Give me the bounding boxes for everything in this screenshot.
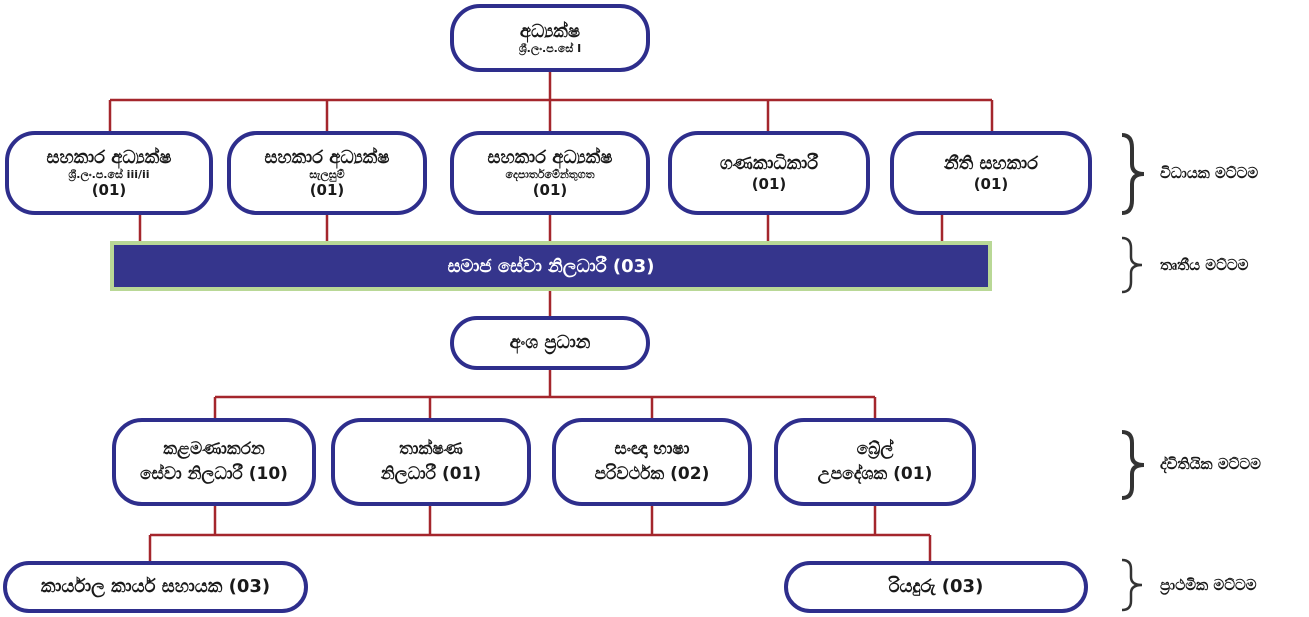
brace-executive-icon — [1121, 133, 1145, 215]
primary-label: රියදුරු (03) — [888, 576, 984, 598]
secondary-line2: සේවා නිලධාරී (10) — [140, 464, 288, 484]
executive-box-3: සහකාර අධ්‍යක්ෂ දෙපාර්තමේන්තුගත (01) — [450, 131, 650, 215]
executive-title: සහකාර අධ්‍යක්ෂ — [264, 146, 390, 168]
band-label: සමාජ සේවා නිලධාරී (03) — [447, 255, 655, 277]
primary-label: කාර්යාල කාර්ය සහායක (03) — [40, 576, 271, 598]
executive-box-1: සහකාර අධ්‍යක්ෂ ශ්‍රී.ලං.ප.සේ iii/ii (01) — [5, 131, 213, 215]
executive-title: ගණකාධිකාරී — [719, 153, 819, 175]
brace-primary-icon — [1121, 558, 1143, 612]
executive-sub: ශ්‍රී.ලං.ප.සේ iii/ii — [68, 168, 150, 182]
secondary-line1: සංඥා භාෂා — [614, 439, 690, 460]
connector-executive-band — [138, 214, 944, 243]
level-label-primary: ප්‍රාථමික මට්ටම — [1160, 576, 1257, 594]
executive-count: (01) — [973, 174, 1009, 193]
secondary-box-1: කළමණාකරන සේවා නිලධාරී (10) — [112, 418, 316, 506]
executive-count: (01) — [751, 174, 787, 193]
executive-box-5: නීති සහකාර (01) — [890, 131, 1092, 215]
connector-director-executive — [108, 72, 994, 133]
section-head-box: අංශ ප්‍රධාන — [450, 316, 650, 370]
director-box: අධ්‍යක්ෂ ශ්‍රී.ලං.ප.සේ I — [450, 4, 650, 72]
director-sub: ශ්‍රී.ලං.ප.සේ I — [518, 42, 582, 56]
executive-title: සහකාර අධ්‍යක්ෂ — [46, 146, 172, 168]
executive-sub: සැලසුම් — [309, 168, 345, 182]
secondary-line2: උපදේශක (01) — [817, 464, 933, 484]
primary-box-office-assistant: කාර්යාල කාර්ය සහායක (03) — [3, 561, 308, 613]
executive-title: නීති සහකාර — [943, 153, 1039, 175]
executive-sub: දෙපාර්තමේන්තුගත — [505, 168, 595, 182]
level-label-tertiary: තෘතීය මට්ටම — [1160, 256, 1249, 274]
executive-box-4: ගණකාධිකාරී (01) — [668, 131, 870, 215]
director-title: අධ්‍යක්ෂ — [519, 20, 581, 42]
level-label-executive: විධායක මට්ටම — [1160, 164, 1259, 182]
primary-box-driver: රියදුරු (03) — [784, 561, 1088, 613]
executive-box-2: සහකාර අධ්‍යක්ෂ සැලසුම් (01) — [227, 131, 427, 215]
secondary-box-4: බ්‍රේල් උපදේශක (01) — [774, 418, 976, 506]
secondary-box-2: තාක්ෂණ නිලධාරී (01) — [331, 418, 531, 506]
social-service-officer-band: සමාජ සේවා නිලධාරී (03) — [110, 241, 992, 291]
level-label-secondary: ද්විතියික මට්ටම — [1160, 455, 1261, 473]
secondary-line2: නිලධාරී (01) — [380, 464, 482, 484]
executive-count: (01) — [532, 181, 568, 200]
brace-secondary-icon — [1121, 430, 1145, 500]
executive-count: (01) — [309, 181, 345, 200]
secondary-line2: පරිවර්ථක (02) — [594, 464, 710, 484]
executive-count: (01) — [91, 181, 127, 200]
connector-secondary-primary — [148, 505, 932, 563]
secondary-line1: තාක්ෂණ — [399, 439, 463, 460]
secondary-line1: කළමණාකරන — [163, 439, 265, 460]
brace-tertiary-icon — [1121, 236, 1143, 294]
connector-section-secondary — [213, 370, 877, 420]
section-head-label: අංශ ප්‍රධාන — [509, 332, 591, 354]
secondary-box-3: සංඥා භාෂා පරිවර්ථක (02) — [552, 418, 752, 506]
executive-title: සහකාර අධ්‍යක්ෂ — [487, 146, 613, 168]
secondary-line1: බ්‍රේල් — [856, 439, 894, 460]
